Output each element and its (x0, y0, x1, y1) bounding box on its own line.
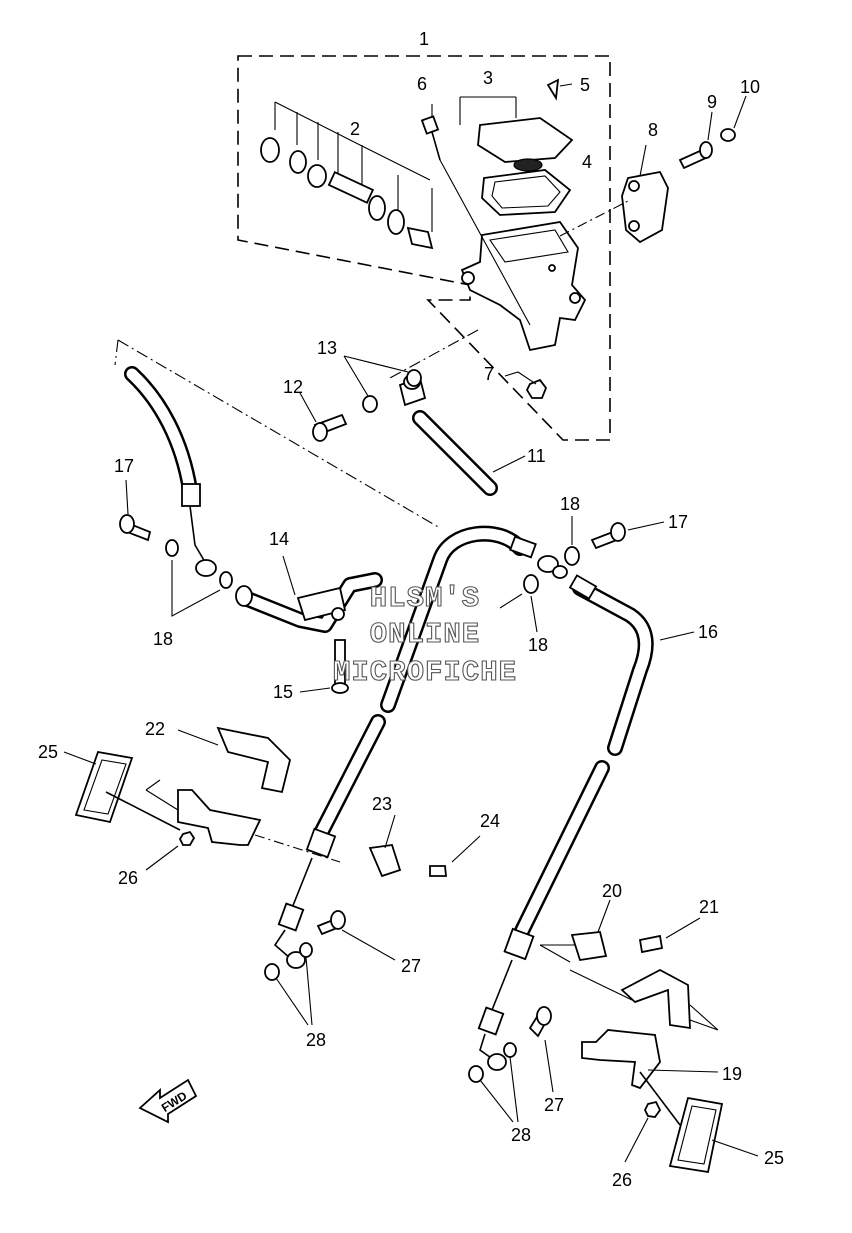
callout-9: 9 (707, 92, 717, 112)
callout-28-right: 28 (511, 1125, 531, 1145)
callout-18-top: 18 (560, 494, 580, 514)
callout-4: 4 (582, 152, 592, 172)
caliper-bolt-left (316, 910, 396, 961)
callout-8: 8 (648, 120, 658, 140)
washer-18 (564, 546, 580, 566)
callout-24: 24 (480, 811, 500, 831)
hose-guide-right (569, 968, 719, 1090)
union-bolt (299, 392, 348, 442)
nut-26 (643, 1100, 662, 1118)
leader-7 (504, 371, 537, 385)
leader-28b (479, 1056, 519, 1123)
callout-21: 21 (699, 897, 719, 917)
connection-line (114, 339, 441, 529)
callout-25-left: 25 (38, 742, 58, 762)
callout-15: 15 (273, 682, 293, 702)
callout-23: 23 (372, 794, 392, 814)
master-cylinder-holder (559, 144, 669, 244)
cap-screw (546, 78, 560, 101)
nut-26 (178, 830, 196, 846)
caliper-bolt-right (528, 1006, 554, 1093)
callout-28-left: 28 (306, 1030, 326, 1050)
watermark-line-3: MICROFICHE (333, 656, 517, 689)
washer-28 (468, 1065, 484, 1083)
hose-guide-left (145, 726, 341, 863)
brake-hose-lower-left (273, 714, 386, 969)
leader-26a (145, 845, 179, 871)
brake-hose-left-upper (124, 366, 217, 577)
callout-27-left: 27 (401, 956, 421, 976)
connection-line (389, 329, 479, 379)
banjo-bolt-left (119, 479, 152, 542)
reflector-right (639, 1071, 759, 1174)
callout-17-right: 17 (668, 512, 688, 532)
callout-14: 14 (269, 529, 289, 549)
brake-lever-pin (420, 104, 531, 326)
callout-18-mid: 18 (528, 635, 548, 655)
piston-kit-group (260, 101, 434, 250)
callout-26-right: 26 (612, 1170, 632, 1190)
brake-hose-main (380, 525, 695, 756)
pivot-nut (525, 378, 548, 399)
callout-20: 20 (602, 881, 622, 901)
callout-10: 10 (740, 77, 760, 97)
reservoir-cap (459, 96, 574, 216)
reflector-left (63, 750, 181, 831)
banjo-bolt-right (590, 521, 665, 550)
washer-28 (264, 963, 280, 981)
callout-12: 12 (283, 377, 303, 397)
leader-26b (624, 1117, 649, 1163)
callout-22: 22 (145, 719, 165, 739)
callout-16: 16 (698, 622, 718, 642)
brake-hose-upper (398, 374, 526, 496)
holder-washer (720, 95, 747, 142)
callout-6: 6 (417, 74, 427, 94)
hose-clamp-left (368, 814, 481, 878)
washer-28 (503, 1042, 517, 1058)
callout-7: 7 (484, 364, 494, 384)
callout-19: 19 (722, 1064, 742, 1084)
callout-2: 2 (350, 119, 360, 139)
joint-bolt (299, 639, 349, 694)
watermark: HLSM'S ONLINE MICROFICHE (332, 581, 517, 689)
leader-5 (559, 83, 573, 87)
hose-clamp-right (539, 899, 701, 963)
leader-28a (275, 956, 313, 1026)
callout-25-right: 25 (764, 1148, 784, 1168)
callout-18-left: 18 (153, 629, 173, 649)
washer-18 (165, 539, 179, 557)
leader-18c (499, 593, 538, 633)
watermark-line-2: ONLINE (370, 618, 480, 651)
watermark-line-1: HLSM'S (370, 582, 480, 615)
washer-18 (219, 571, 233, 589)
callout-3: 3 (483, 68, 493, 88)
master-cylinder-kit-outline (237, 55, 611, 441)
callout-26-left: 26 (118, 868, 138, 888)
joint-pipe (235, 555, 383, 633)
washer-18 (523, 574, 539, 594)
hose-washers-13 (343, 355, 422, 413)
washer-28 (299, 942, 313, 958)
callout-17-left: 17 (114, 456, 134, 476)
brake-hose-lower-right (477, 760, 610, 1071)
holder-bolt (678, 111, 713, 170)
callout-13: 13 (317, 338, 337, 358)
callout-1: 1 (419, 29, 429, 49)
leader-18a (171, 560, 221, 617)
forward-arrow-icon: FWD (138, 1078, 198, 1124)
callout-5: 5 (580, 75, 590, 95)
callout-11: 11 (527, 446, 546, 466)
master-cylinder-body (460, 221, 587, 352)
callout-27-right: 27 (544, 1095, 564, 1115)
